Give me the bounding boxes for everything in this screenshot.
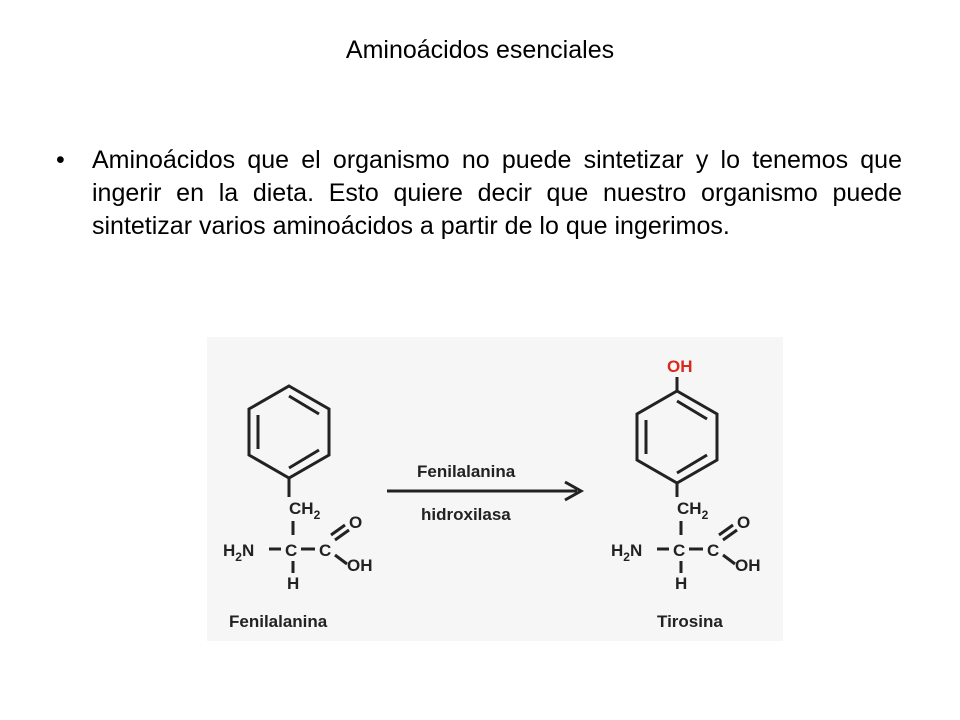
product-hydroxyl: OH	[735, 556, 761, 575]
product-amine-label: H2N	[611, 541, 642, 564]
product-double-bond-o-2	[718, 523, 734, 537]
bullet-glyph: •	[56, 146, 65, 174]
enzyme-name-line2: hidroxilasa	[421, 505, 511, 524]
slide-title: Aminoácidos esenciales	[345, 36, 615, 64]
reactant-c-oh-bond	[334, 553, 348, 566]
reactant-carboxyl-carbon: C	[319, 541, 331, 560]
product-alpha-carbon: C	[673, 541, 685, 560]
reactant-structure: CH2 H2N C C O OH H Fenilalanina	[223, 384, 373, 631]
reactant-benzene-ring	[247, 384, 331, 480]
reactant-hydroxyl: OH	[347, 556, 373, 575]
product-structure: OH CH2 H2N C C O OH H Tirosina	[611, 357, 761, 631]
reaction-arrow-head	[564, 480, 585, 502]
reactant-amine-label: H2N	[223, 541, 254, 564]
product-para-hydroxyl: OH	[667, 357, 693, 376]
product-ring-inner-top	[676, 399, 708, 421]
reactant-ring-inner-top	[288, 394, 320, 416]
product-benzene-ring	[635, 389, 719, 485]
reactant-ch2-label: CH2	[289, 499, 321, 522]
product-ch2-label: CH2	[677, 499, 709, 522]
reactant-carbonyl-oxygen: O	[349, 513, 362, 532]
reaction-arrow-group: Fenilalanina hidroxilasa	[387, 462, 585, 524]
product-c-oh-bond	[722, 553, 736, 566]
reaction-diagram: CH2 H2N C C O OH H Fenilalanina Fenilala…	[207, 337, 783, 641]
product-ring-inner-bottom	[676, 453, 708, 475]
product-caption: Tirosina	[657, 612, 723, 631]
reaction-diagram-svg: CH2 H2N C C O OH H Fenilalanina Fenilala…	[223, 357, 761, 631]
reactant-double-bond-o-2	[330, 523, 346, 537]
reactant-alpha-carbon: C	[285, 541, 297, 560]
product-carbonyl-oxygen: O	[737, 513, 750, 532]
product-hydrogen: H	[675, 574, 687, 593]
reactant-caption: Fenilalanina	[229, 612, 328, 631]
product-double-bond-o	[722, 528, 738, 542]
bullet-text: Aminoácidos que el organismo no puede si…	[92, 146, 902, 240]
reactant-hydrogen: H	[287, 574, 299, 593]
enzyme-name-line1: Fenilalanina	[417, 462, 516, 481]
reactant-ring-inner-bottom	[288, 448, 320, 470]
product-carboxyl-carbon: C	[707, 541, 719, 560]
reactant-double-bond-o	[334, 528, 350, 542]
